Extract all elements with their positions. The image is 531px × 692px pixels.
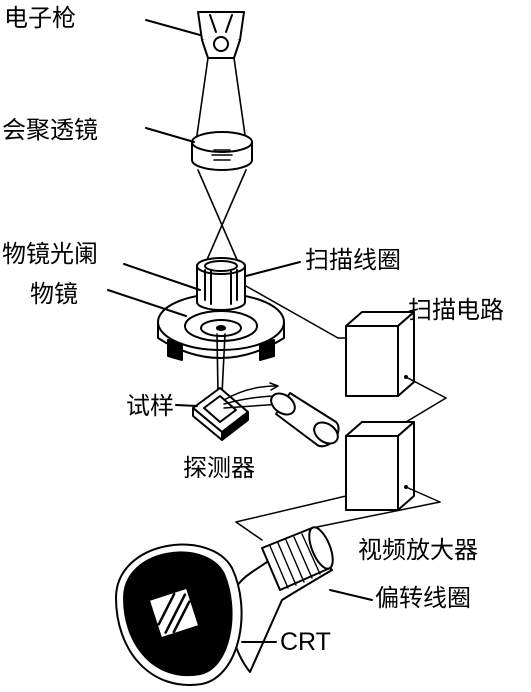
electron-gun-leader bbox=[145, 19, 201, 36]
beam-middle bbox=[197, 169, 247, 263]
scan-coil bbox=[196, 257, 246, 311]
objective-lens-leader bbox=[107, 289, 187, 317]
objective-lens bbox=[157, 293, 285, 361]
specimen bbox=[192, 387, 249, 441]
label-objective-aperture: 物镜光阑 bbox=[2, 240, 98, 268]
label-electron-gun: 电子枪 bbox=[4, 4, 76, 32]
scan-coil-leader bbox=[245, 261, 301, 277]
deflection-coil-leader bbox=[329, 589, 373, 601]
label-detector: 探测器 bbox=[183, 454, 255, 482]
label-objective-lens: 物镜 bbox=[30, 280, 78, 308]
specimen-leader bbox=[175, 404, 198, 407]
electron-gun bbox=[197, 11, 245, 59]
objective-aperture-leader bbox=[123, 263, 201, 291]
condenser-lens bbox=[191, 131, 253, 171]
label-scan-circuit: 扫描电路 bbox=[408, 296, 504, 324]
label-specimen: 试样 bbox=[126, 392, 174, 420]
crt bbox=[115, 526, 334, 686]
condenser-lens-leader bbox=[145, 127, 195, 143]
label-condenser-lens: 会聚透镜 bbox=[2, 116, 98, 144]
scan-circuit-box bbox=[345, 311, 415, 397]
label-deflection-coil: 偏转线圈 bbox=[375, 584, 471, 612]
label-scan-coil: 扫描线圈 bbox=[305, 246, 401, 274]
label-video-amplifier: 视频放大器 bbox=[358, 536, 478, 564]
beam-upper bbox=[195, 57, 247, 143]
wiring bbox=[235, 285, 447, 541]
label-crt: CRT bbox=[280, 628, 331, 656]
detector bbox=[270, 392, 340, 448]
video-amplifier-box bbox=[345, 421, 415, 511]
beam-lower bbox=[216, 333, 226, 395]
